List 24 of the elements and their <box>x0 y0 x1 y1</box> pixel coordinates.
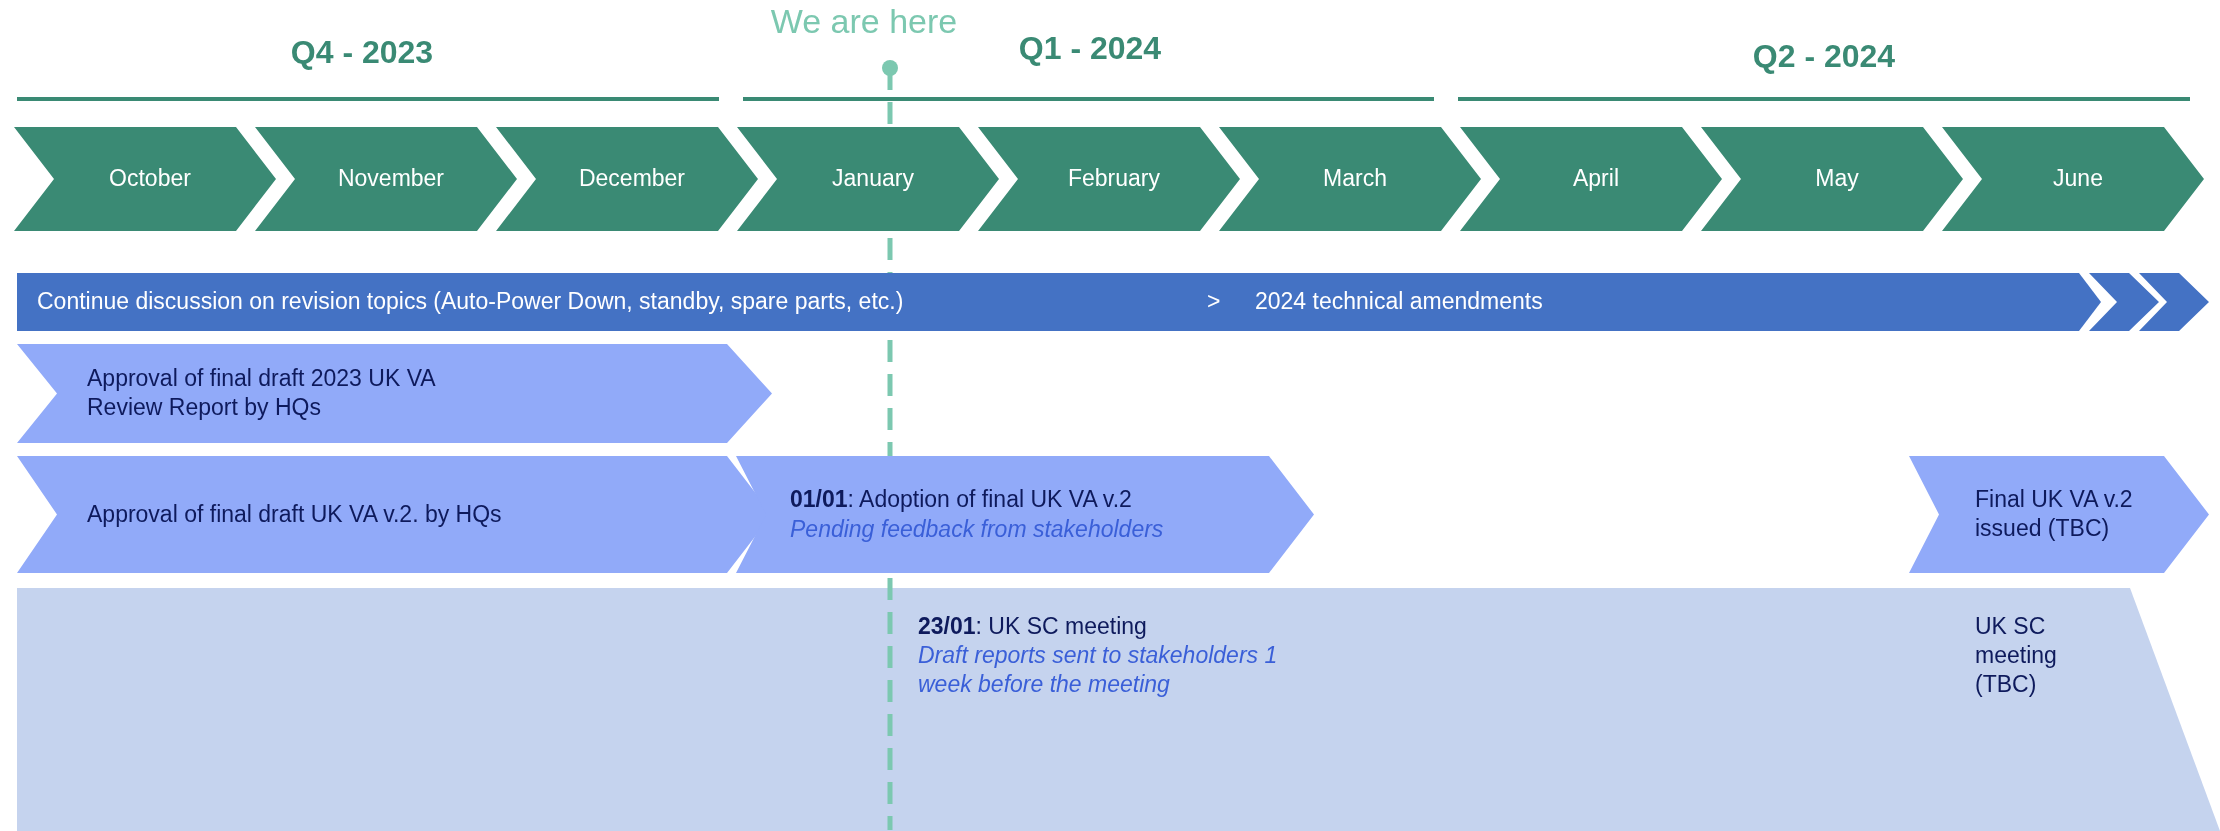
month-label: October <box>108 164 192 193</box>
activity-text: UK SC meeting (TBC) <box>1975 612 2058 699</box>
quarter-heading: Q4 - 2023 <box>290 34 434 71</box>
quarter-heading: Q2 - 2024 <box>1752 38 1896 75</box>
activity-text: Continue discussion on revision topics (Auto-Power Down, standby, spare parts, etc.) <box>37 287 905 316</box>
activity-text: Final UK VA v.2 issued (TBC) <box>1975 484 2134 543</box>
activity-text: 01/01: Adoption of final UK VA v.2 <box>790 484 1133 514</box>
separator-symbol: > <box>1207 287 1222 316</box>
note-text: Draft reports sent to stakeholders 1 week before the meeting <box>918 641 1279 699</box>
month-label: January <box>831 164 915 193</box>
activity-text: Approval of final draft UK VA v.2. by HQs <box>87 499 503 529</box>
month-label: March <box>1322 164 1388 193</box>
note-text: Pending feedback from stakeholders <box>790 514 1165 544</box>
month-label: April <box>1572 164 1620 193</box>
month-label: November <box>336 164 446 193</box>
month-label: June <box>2052 164 2104 193</box>
month-label: December <box>577 164 687 193</box>
we-are-here-label: We are here <box>770 2 958 41</box>
activity-text: 23/01: UK SC meeting <box>918 612 1148 641</box>
quarter-heading: Q1 - 2024 <box>1018 30 1162 67</box>
month-label: February <box>1066 164 1161 193</box>
activity-text: 2024 technical amendments <box>1255 287 1544 316</box>
activity-text: Approval of final draft 2023 UK VA Review Report by HQs <box>87 363 436 422</box>
month-label: May <box>1814 164 1860 193</box>
